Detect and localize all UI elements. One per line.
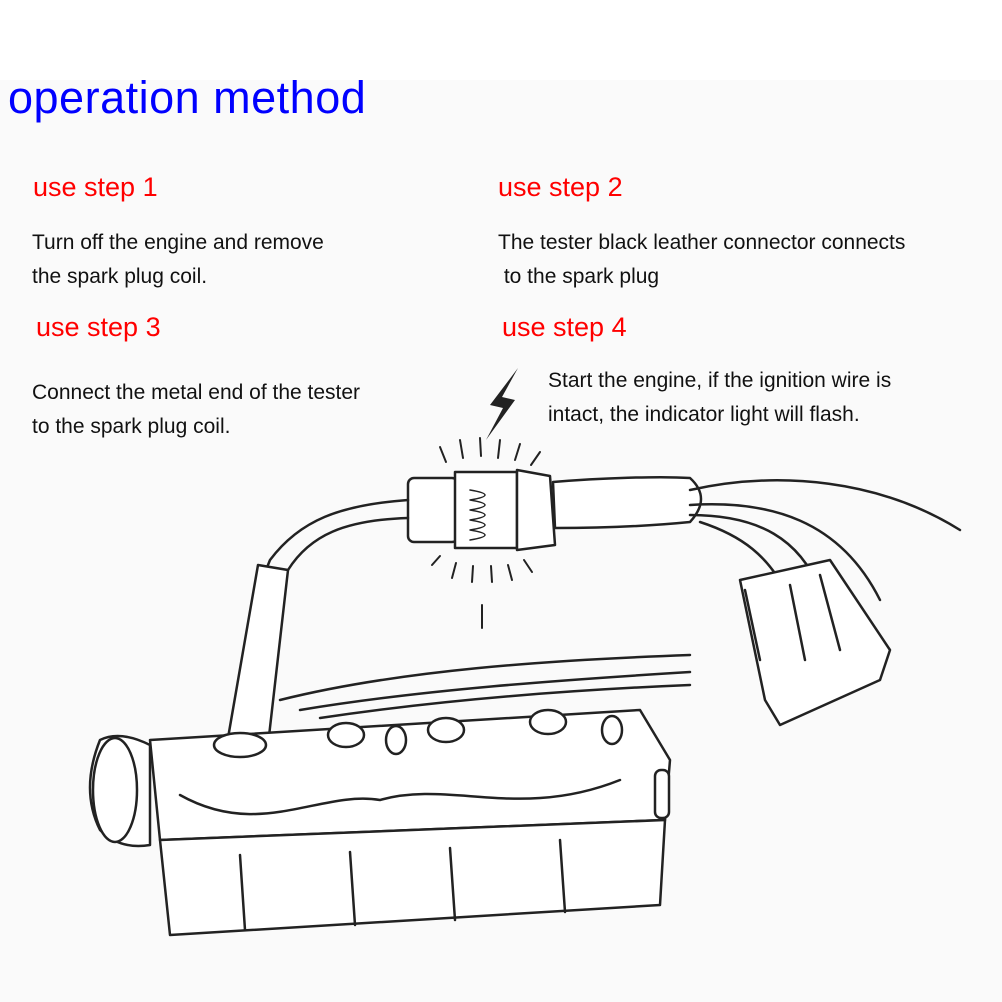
flash-rays-icon — [431, 437, 541, 629]
step-1-line-2: the spark plug coil. — [32, 265, 208, 288]
top-band — [0, 0, 1002, 80]
step-3-line-2: to the spark plug coil. — [32, 415, 231, 438]
lightning-icon — [486, 368, 518, 440]
step-4-line-2: intact, the indicator light will flash. — [548, 403, 860, 426]
step-1-line-1: Turn off the engine and remove — [32, 231, 324, 254]
tester-cable — [260, 498, 410, 582]
step-1-text: Turn off the engine and remove the spark … — [32, 226, 324, 294]
step-2-text: The tester black leather connector conne… — [498, 226, 905, 294]
step-4-line-1: Start the engine, if the ignition wire i… — [548, 369, 892, 392]
step-3-heading: use step 3 — [36, 312, 161, 342]
distributor-cap — [738, 558, 892, 727]
step-2-heading: use step 2 — [498, 172, 623, 202]
step-1-heading: use step 1 — [33, 172, 158, 202]
plug-boot — [226, 563, 290, 747]
engine-block — [88, 708, 672, 937]
step-2-line-1: The tester black leather connector conne… — [498, 231, 906, 254]
step-3-line-1: Connect the metal end of the tester — [32, 381, 361, 404]
step-4-heading: use step 4 — [502, 312, 627, 342]
page-title: operation method — [8, 72, 367, 123]
spark-tester — [406, 468, 703, 552]
step-2-line-2: to the spark plug — [498, 265, 660, 288]
step-4-text: Start the engine, if the ignition wire i… — [548, 364, 891, 432]
step-3-text: Connect the metal end of the tester to th… — [32, 376, 360, 444]
